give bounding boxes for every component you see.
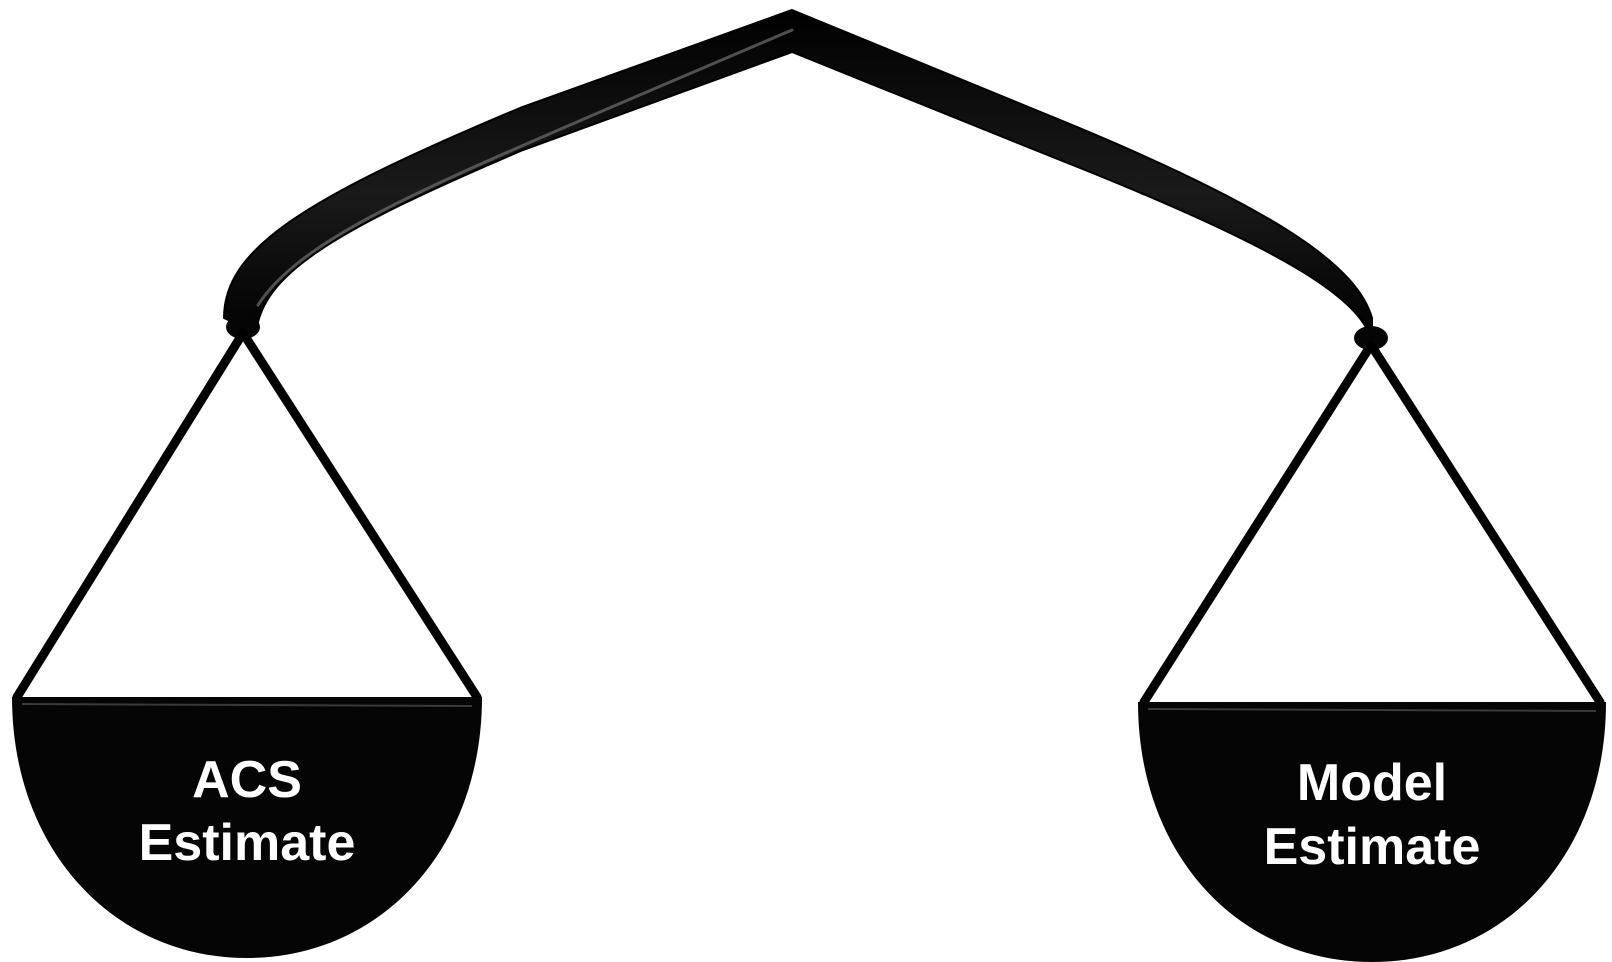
beam-arm — [224, 10, 1372, 340]
right-pan-label-line1: Model — [1297, 754, 1447, 812]
right-pan: Model Estimate — [1138, 345, 1606, 962]
right-pan-string-right — [1371, 345, 1600, 702]
left-pan-string-left — [17, 333, 243, 697]
right-pan-label-line2: Estimate — [1264, 818, 1481, 876]
left-pan-label-line2: Estimate — [139, 814, 356, 872]
left-pan: ACS Estimate — [12, 333, 482, 958]
left-pan-label-line1: ACS — [192, 751, 302, 809]
scale-beam — [224, 10, 1388, 350]
left-pan-string-right — [243, 333, 477, 697]
right-pan-string-left — [1144, 345, 1371, 702]
